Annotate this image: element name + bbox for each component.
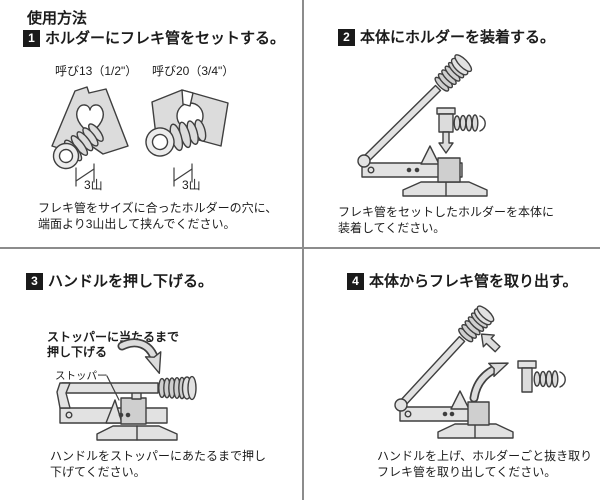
step3-caption: ハンドルをストッパーにあたるまで押し 下げてください。 — [50, 449, 267, 479]
holder-with-pipe-icon — [436, 107, 486, 133]
tool-pressed-illustration — [56, 338, 197, 441]
step4-header: 4 本体からフレキ管を取り出す。 — [347, 273, 578, 290]
flex-pipe-icon — [145, 119, 207, 157]
step1-header: 1 ホルダーにフレキ管をセットする。 — [23, 30, 285, 47]
dimension-mark — [75, 163, 95, 187]
step3-header: 3 ハンドルを押し下げる。 — [26, 273, 213, 290]
stopper-label: ストッパー — [55, 370, 108, 382]
ridge-label-20: 3山 — [182, 178, 201, 192]
curved-down-arrow-icon — [117, 338, 162, 375]
step4-caption: ハンドルを上げ、ホルダーごと抜き取り フレキ管を取り出してください。 — [377, 449, 593, 479]
holder-20-illustration — [145, 89, 229, 187]
up-arrow-icon — [480, 333, 501, 353]
step3-title: ハンドルを押し下げる。 — [48, 273, 214, 290]
holder-13-illustration — [51, 86, 129, 187]
step2-header: 2 本体にホルダーを装着する。 — [338, 29, 555, 46]
step1-caption: フレキ管をサイズに合ったホルダーの穴に、 端面より3山出して挟んでください。 — [38, 201, 278, 231]
step1-number-badge: 1 — [23, 30, 40, 47]
grid-divider-vertical — [302, 0, 304, 500]
tool-insert-illustration — [357, 54, 488, 197]
step4-number-badge: 4 — [347, 273, 364, 290]
page-title: 使用方法 — [27, 10, 88, 27]
flex-pipe-icon — [52, 123, 104, 170]
step1-title: ホルダーにフレキ管をセットする。 — [45, 30, 286, 47]
holder-with-pipe-icon — [517, 360, 566, 393]
handle-grip-icon — [458, 305, 495, 343]
tool-remove-illustration — [394, 305, 566, 439]
handle-grip-icon — [434, 54, 473, 92]
down-arrow-icon — [438, 131, 454, 154]
step2-title: 本体にホルダーを装着する。 — [360, 29, 556, 46]
grid-divider-horizontal — [0, 247, 600, 249]
curved-up-arrow-icon — [469, 362, 509, 403]
size-label-20: 呼び20（3/4"） — [152, 64, 235, 78]
step3-number-badge: 3 — [26, 273, 43, 290]
step3-annotation: ストッパーに当たるまで 押し下げる — [47, 330, 180, 359]
size-label-13: 呼び13（1/2"） — [55, 64, 138, 78]
step2-caption: フレキ管をセットしたホルダーを本体に 装着してください。 — [338, 205, 555, 235]
stopper-leader-line — [106, 375, 120, 401]
ridge-label-13: 3山 — [84, 178, 103, 192]
step4-title: 本体からフレキ管を取り出す。 — [369, 273, 578, 290]
handle-grip-icon — [158, 375, 197, 401]
step2-number-badge: 2 — [338, 29, 355, 46]
dimension-mark — [173, 163, 193, 187]
